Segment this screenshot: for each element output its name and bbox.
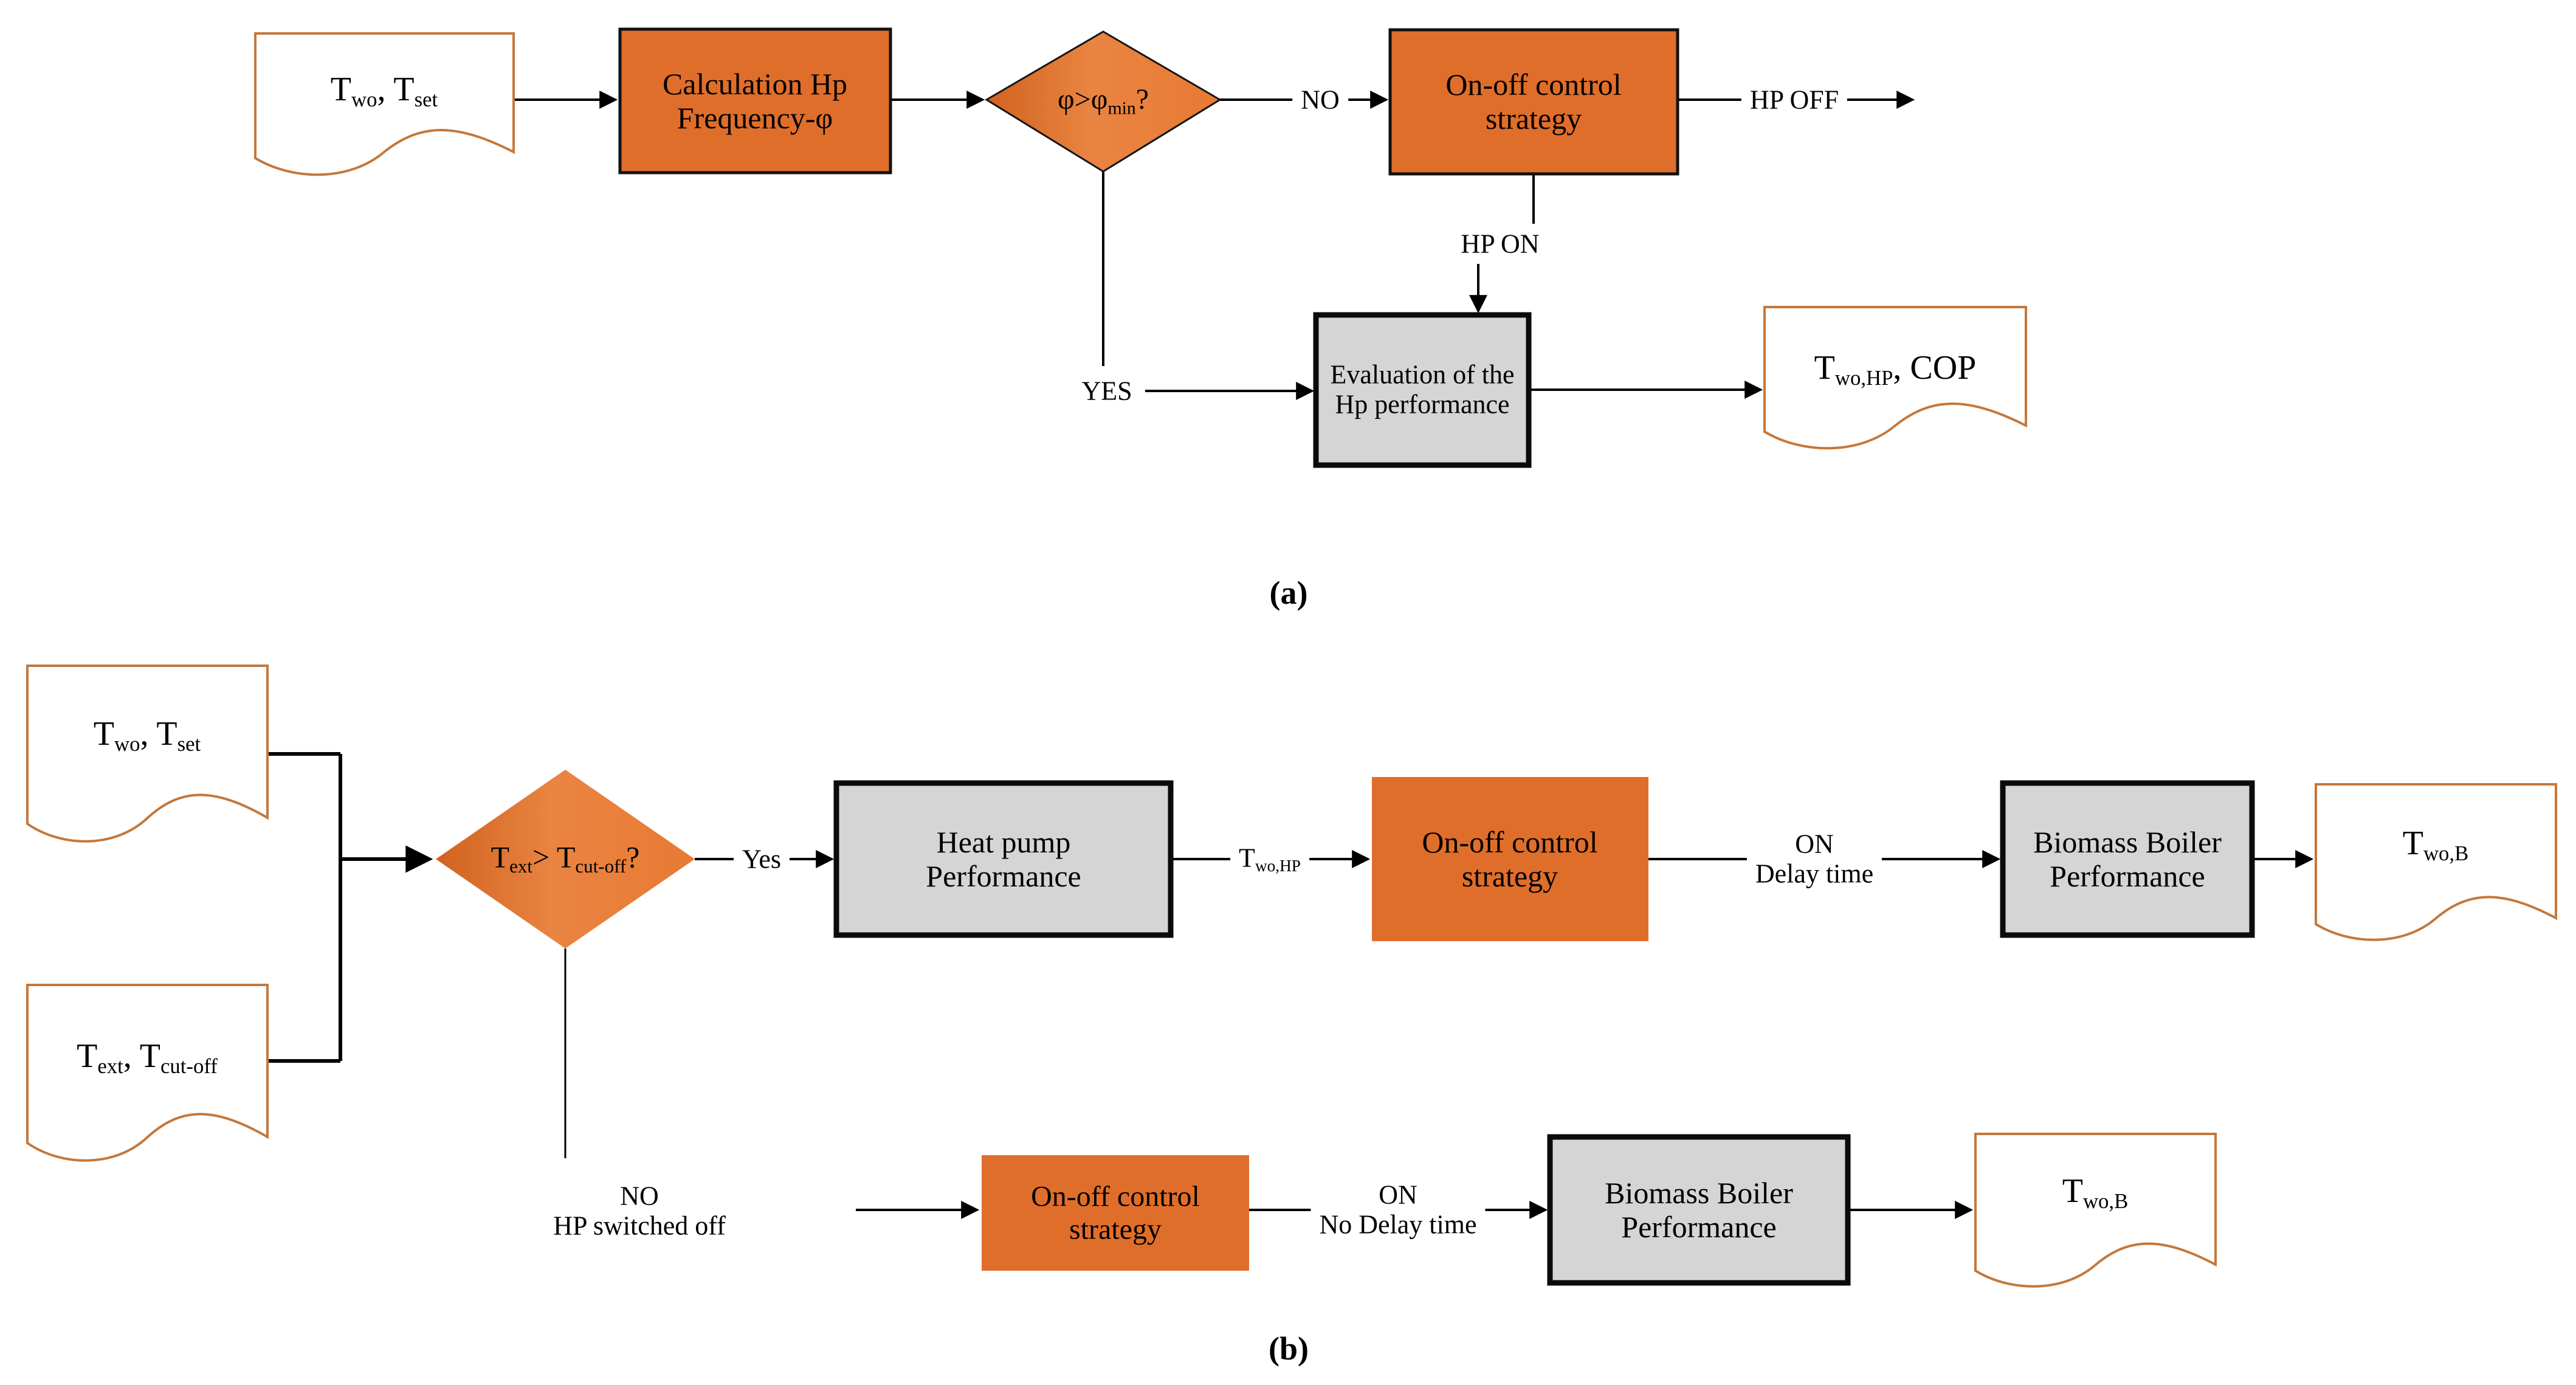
- document-b-input-2: [26, 984, 269, 1162]
- doc-b-input1-label: Two, Tset: [93, 715, 201, 756]
- document-b-input-1: [26, 665, 269, 843]
- performance-box-biomass-1: [2000, 780, 2255, 938]
- performance-box-heat-pump: [833, 780, 1174, 938]
- document-a-input: [254, 32, 515, 176]
- caption-a: (a): [1269, 574, 1308, 611]
- label-yes-a: YES: [1081, 376, 1132, 406]
- diamond-b-label: Text> Tcut-off?: [491, 840, 640, 877]
- label-yes-b: Yes: [733, 843, 790, 876]
- decision-diamond-a: [985, 30, 1222, 173]
- caption-b: (b): [1269, 1330, 1309, 1367]
- document-b-output-1: [2315, 783, 2557, 941]
- eval-hp-box-label: Evaluation of the Hp performance: [1330, 359, 1515, 420]
- onoff-a-box-label: On-off control strategy: [1445, 67, 1622, 136]
- decision-diamond-b: [436, 770, 695, 948]
- diamond-a-label: φ>φmin?: [1057, 83, 1149, 119]
- label-no-hp-switched-off: NO HP switched off: [553, 1181, 726, 1241]
- doc-b-output1-label: Two,B: [2402, 824, 2469, 865]
- process-box-onoff-b1: [1372, 777, 1648, 941]
- process-box-calc-frequency: [618, 27, 892, 174]
- label-on-no-delay: ON No Delay time: [1310, 1178, 1486, 1242]
- biomass1-box-label: Biomass Boiler Performance: [2033, 825, 2222, 893]
- label-hp-on: HP ON: [1461, 229, 1540, 259]
- label-hp-off: HP OFF: [1741, 83, 1848, 116]
- doc-b-input2-label: Text, Tcut-off: [77, 1037, 218, 1078]
- process-box-onoff-b2: [982, 1155, 1249, 1271]
- doc-b-output2-label: Two,B: [2062, 1172, 2129, 1213]
- document-a-output: [1763, 306, 2027, 450]
- heat-pump-box-label: Heat pump Performance: [926, 825, 1081, 893]
- label-twohp: Two,HP: [1230, 841, 1309, 877]
- document-b-output-2: [1974, 1133, 2217, 1288]
- label-no-a: NO: [1292, 83, 1348, 116]
- biomass2-box-label: Biomass Boiler Performance: [1605, 1176, 1793, 1244]
- process-box-onoff-a: [1388, 28, 1679, 176]
- onoff-b2-box-label: On-off control strategy: [1031, 1180, 1200, 1245]
- onoff-b1-box-label: On-off control strategy: [1422, 825, 1598, 893]
- performance-box-biomass-2: [1547, 1134, 1851, 1286]
- calc-frequency-box-label: Calculation Hp Frequency-φ: [662, 67, 848, 135]
- doc-a-output-label: Two,HP, COP: [1814, 349, 1977, 390]
- doc-a-input-label: Two, Tset: [330, 71, 438, 111]
- performance-box-eval-hp: [1313, 312, 1532, 468]
- label-on-delay: ON Delay time: [1746, 827, 1882, 891]
